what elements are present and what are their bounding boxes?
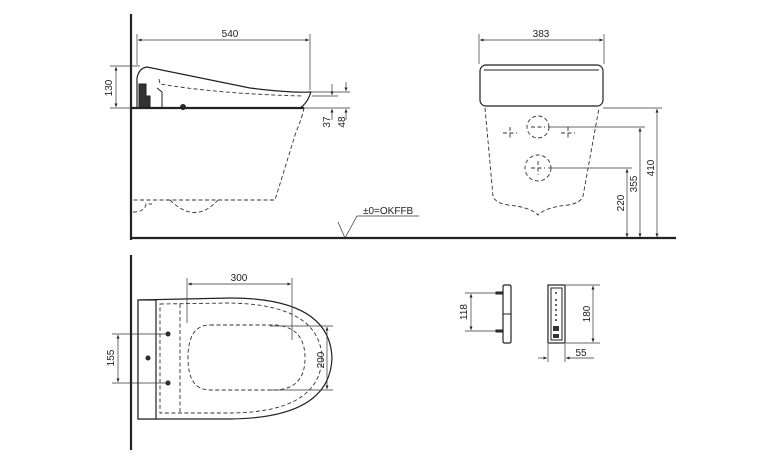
front-view: 383 220 355 410	[478, 29, 662, 237]
remote-front-body	[547, 284, 566, 344]
dim-300-label: 300	[231, 273, 248, 284]
dim-540-label: 540	[222, 29, 239, 40]
holder-pin	[495, 329, 504, 333]
floor-level-label: ±0=OKFFB	[363, 206, 414, 217]
dim-130-label: 130	[104, 79, 115, 96]
dim-155-label: 155	[106, 349, 117, 366]
seat-inner-dash	[159, 302, 323, 414]
side-view: 540 130 37 48 ±0=OKFFB	[104, 14, 676, 240]
dim-220-label: 220	[616, 194, 627, 211]
dim-55-label: 55	[575, 348, 587, 359]
dim-383-label: 383	[533, 29, 550, 40]
dim-180-label: 180	[582, 305, 593, 322]
dim-118-label: 118	[459, 304, 470, 320]
seat-plan	[137, 297, 333, 420]
remote-panel	[550, 287, 563, 341]
sensor	[145, 355, 151, 361]
seat-front	[479, 64, 604, 107]
fixing-bolt	[165, 380, 171, 386]
bowl-trap-dashed	[169, 199, 219, 213]
plan-view: 300 155 200	[106, 255, 333, 450]
seat-side	[136, 66, 312, 109]
remote-buttons	[553, 292, 559, 338]
remote-holder-side: 118	[459, 284, 512, 344]
seat-inner-dash	[158, 78, 304, 97]
floor-level-marker	[337, 215, 419, 239]
dim-37-label: 37	[322, 116, 333, 128]
outlet-dashed	[132, 203, 152, 213]
hinge-detail	[156, 87, 163, 108]
bolt-marks	[503, 126, 575, 175]
holder-pin	[495, 291, 504, 295]
dim-410-label: 410	[646, 159, 657, 176]
fixing-bolt	[165, 331, 171, 337]
bowl-outline-dashed	[133, 107, 305, 201]
bowl-front-dashed	[484, 107, 600, 216]
remote-front: 180 55	[538, 284, 600, 362]
dim-355-label: 355	[629, 175, 640, 192]
dim-200-label: 200	[316, 351, 327, 368]
dim-48-label: 48	[337, 116, 348, 128]
